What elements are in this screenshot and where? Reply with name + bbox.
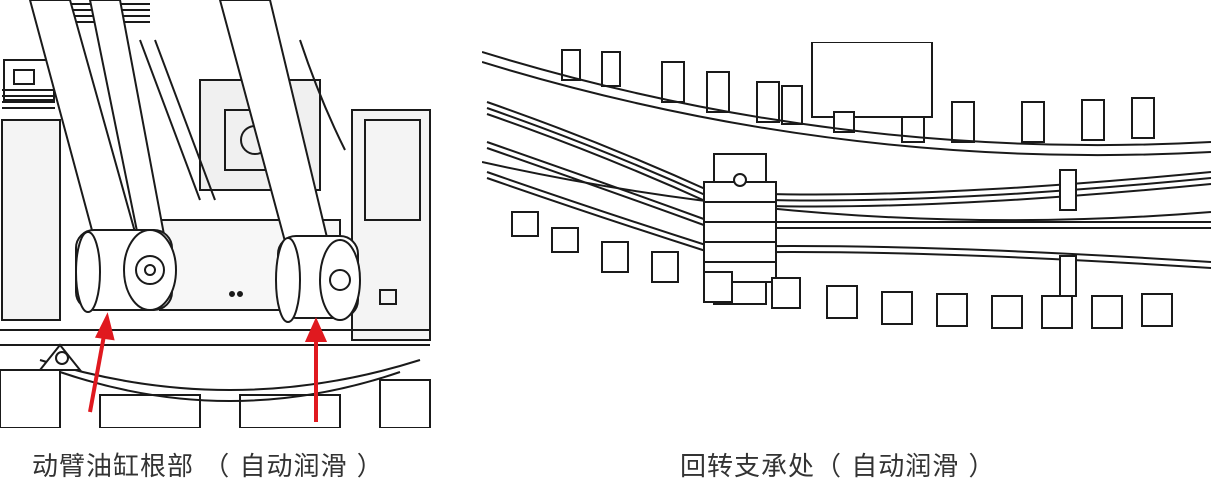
right-housing-port (379, 289, 397, 305)
line-clamp-2 (1059, 255, 1077, 297)
bottom-bolt-row (511, 211, 1173, 329)
right-cylinder-root (275, 235, 361, 323)
slewing-bearing-caption: 回转支承处（ 自动润滑 ） (680, 452, 996, 482)
slewing-motor (811, 42, 933, 118)
boom-cylinder-illustration (0, 0, 432, 428)
lubrication-arrows (88, 312, 328, 422)
left-cylinder-root (75, 229, 177, 313)
left-arrow-head (94, 312, 115, 341)
bearing-bottom-arc (482, 161, 1211, 222)
slewing-bearing-drawing (482, 42, 1211, 329)
boom-cylinder-drawing (0, 0, 431, 428)
slewing-bearing-illustration (482, 42, 1211, 342)
slewing-ring-arc (39, 359, 421, 391)
left-louver (2, 89, 55, 109)
bearing-top-arc (482, 51, 1211, 147)
boom-cylinder-caption: 动臂油缸根部 （ 自动润滑 ） (32, 452, 384, 482)
right-housing-frame (364, 119, 421, 221)
lower-frame-left (0, 369, 61, 428)
left-housing (1, 119, 61, 321)
right-housing (351, 109, 431, 341)
left-arrow-shaft (88, 329, 107, 413)
left-panel-window (13, 69, 35, 85)
right-arrow-head (304, 317, 328, 342)
left-panel-box (3, 59, 55, 101)
progressive-distributor (703, 153, 777, 305)
line-clamp-1 (1059, 169, 1077, 211)
